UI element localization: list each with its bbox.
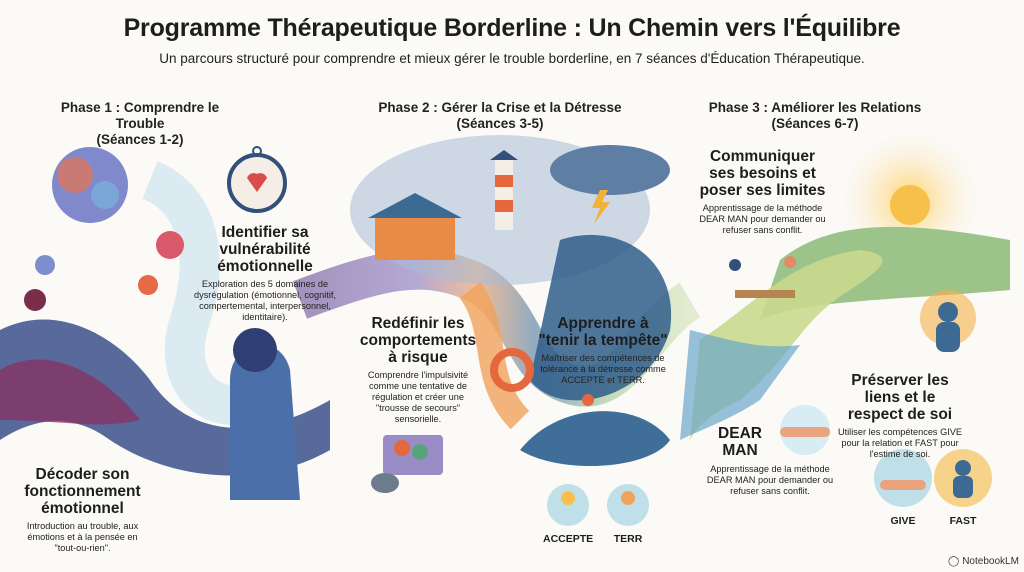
terr-label: TERR [613, 533, 643, 545]
accepte-icon [547, 484, 589, 526]
dear-man-text: Apprentissage de la méthode DEAR MAN pou… [705, 460, 835, 497]
page-title: Programme Thérapeutique Borderline : Un … [123, 14, 901, 42]
terr-icon [607, 484, 649, 526]
step-title: Communiquer ses besoins et poser ses lim… [699, 148, 826, 199]
step-title: Redéfinir les comportements à risque [359, 315, 477, 366]
step-preserver: Préserver les liens et le respect de soi… [835, 372, 965, 460]
step-title: Décoder son fonctionnement émotionnel [24, 466, 141, 517]
lighthouse-icon [495, 160, 513, 230]
dear-man-title: DEAR MAN [710, 425, 770, 459]
phase-sessions: (Séances 6-7) [771, 116, 859, 131]
step-text: Comprendre l'impulsivité comme une tenta… [367, 370, 469, 424]
step-text: Introduction au trouble, aux émotions et… [26, 521, 139, 553]
fractured-person-illustration [230, 328, 300, 500]
step-text: Apprentissage de la méthode DEAR MAN pou… [699, 203, 826, 235]
compass-icon [227, 146, 287, 213]
step-title: Apprendre à "tenir la tempête" [538, 315, 668, 349]
phase-title: Phase 2 : Gérer la Crise et la Détresse [378, 100, 622, 115]
phase-title: Phase 3 : Améliorer les Relations [708, 100, 922, 115]
brand-label: NotebookLM [962, 556, 1019, 567]
phase-title: Phase 1 : Comprendre le Trouble [60, 100, 220, 131]
storm-scene-illustration [350, 135, 672, 467]
page-subtitle: Un parcours structuré pour comprendre et… [159, 51, 865, 66]
fast-icon [934, 449, 992, 507]
step-title: Identifier sa vulnérabilité émotionnelle [217, 224, 313, 275]
broken-heart-icon [156, 231, 184, 259]
lightning-icon [592, 190, 610, 224]
phase-sessions: (Séances 1-2) [96, 132, 184, 147]
bridge-icon [735, 290, 795, 298]
step-text: Exploration des 5 domaines de dysrégulat… [194, 279, 336, 322]
step-text: Utiliser les compétences GIVE pour la re… [837, 427, 963, 459]
step-text: Maîtriser des compétences de tolérance à… [540, 353, 666, 385]
step-communiquer: Communiquer ses besoins et poser ses lim… [695, 148, 830, 236]
person-in-storm-icon [582, 394, 594, 406]
step-redefinir: Redéfinir les comportements à risque Com… [358, 315, 478, 425]
shelter-house-icon [375, 215, 455, 260]
step-title: DEAR MAN [718, 425, 762, 459]
lifebuoy-icon [490, 348, 534, 392]
sensory-kit-illustration [371, 435, 443, 493]
landscape-illustration [680, 130, 1010, 440]
notebooklm-watermark: ◯ NotebookLM [948, 556, 1019, 567]
person-icon [784, 256, 796, 268]
fast-label: FAST [949, 515, 977, 527]
person-icon [729, 259, 741, 271]
phase-3-heading: Phase 3 : Améliorer les Relations (Séanc… [700, 100, 930, 132]
handshake-icon [780, 405, 830, 455]
phase-sessions: (Séances 3-5) [456, 116, 544, 131]
give-icon [874, 449, 932, 507]
phase-1-heading: Phase 1 : Comprendre le Trouble (Séances… [40, 100, 240, 148]
phase-2-heading: Phase 2 : Gérer la Crise et la Détresse … [370, 100, 630, 132]
step-identifier: Identifier sa vulnérabilité émotionnelle… [190, 224, 340, 323]
give-label: GIVE [890, 515, 916, 527]
accepte-label: ACCEPTE [543, 533, 594, 545]
step-title: Préserver les liens et le respect de soi [847, 372, 953, 423]
notebooklm-logo-icon: ◯ [948, 556, 960, 567]
step-apprendre: Apprendre à "tenir la tempête" Maîtriser… [538, 315, 668, 386]
step-text: Apprentissage de la méthode DEAR MAN pou… [706, 464, 834, 496]
step-decoder: Décoder son fonctionnement émotionnel In… [20, 466, 145, 554]
